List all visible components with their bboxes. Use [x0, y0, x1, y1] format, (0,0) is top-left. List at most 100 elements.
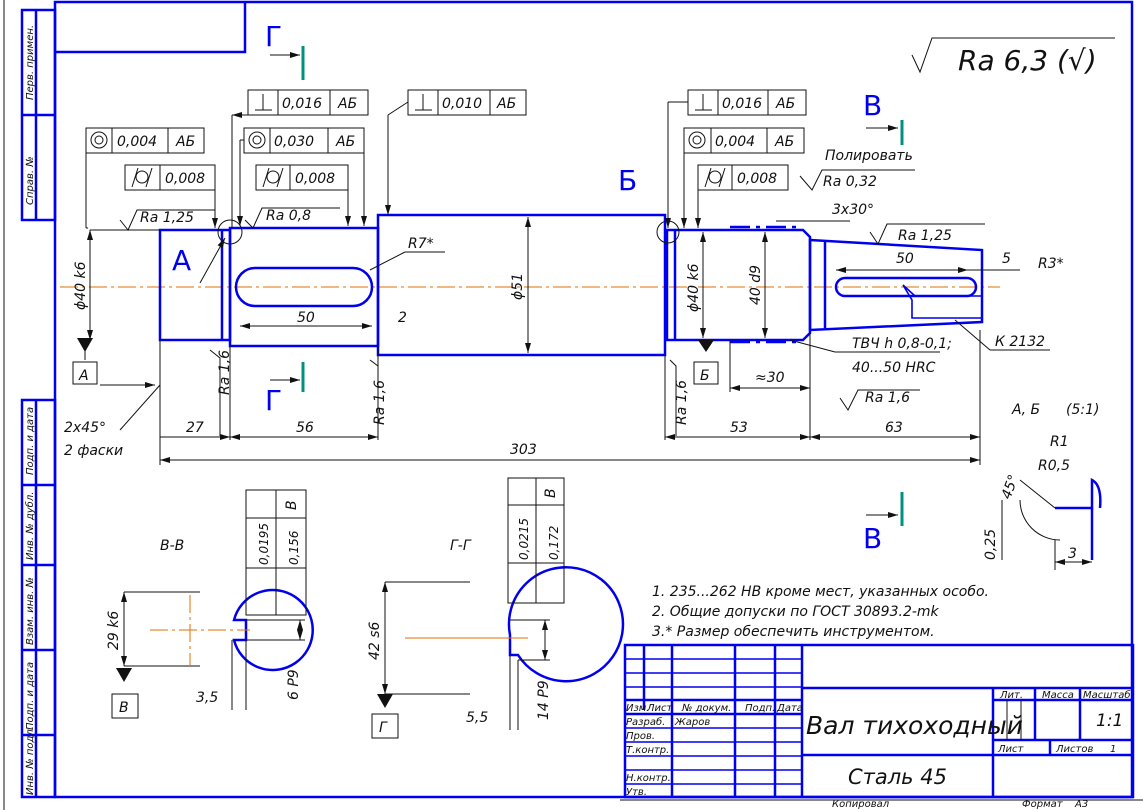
svg-text:R0,5: R0,5 — [1038, 458, 1070, 474]
svg-text:Масса: Масса — [1042, 690, 1074, 701]
svg-text:Копировал: Копировал — [832, 799, 890, 810]
svg-text:0,010: 0,010 — [442, 96, 482, 112]
svg-text:6 P9: 6 P9 — [286, 669, 302, 700]
general-roughness: Ra 6,3 (√) — [911, 37, 1115, 77]
svg-text:3x30°: 3x30° — [832, 202, 874, 218]
svg-text:ϕ40 k6: ϕ40 k6 — [686, 263, 702, 312]
strip-label: Взам. инв. № — [25, 577, 36, 645]
svg-text:Листов: Листов — [1055, 744, 1093, 755]
svg-text:53: 53 — [730, 420, 748, 436]
svg-text:АБ: АБ — [496, 96, 516, 112]
svg-text:0,004: 0,004 — [715, 134, 755, 150]
svg-text:АБ: АБ — [335, 134, 355, 150]
svg-text:56: 56 — [296, 420, 314, 436]
svg-text:R1: R1 — [1050, 434, 1069, 450]
technical-notes: 1. 235...262 НВ кроме мест, указанных ос… — [652, 584, 989, 640]
part-name: Вал тихоходный — [806, 711, 1023, 740]
svg-text:R3*: R3* — [1038, 256, 1064, 272]
shaft-main-view — [60, 213, 1000, 357]
left-strip: Перв. примен. Справ. № Подп. и дата Инв.… — [20, 8, 57, 799]
svg-text:2: 2 — [398, 310, 407, 326]
svg-text:0,016: 0,016 — [722, 96, 762, 112]
svg-text:2 фаски: 2 фаски — [64, 443, 123, 459]
svg-text:ϕ40 k6: ϕ40 k6 — [73, 261, 89, 310]
svg-text:0,0195: 0,0195 — [257, 523, 271, 565]
section-g-g: Г-Г Г 42 s6 14 P9 5,5 В 0,0215 0,172 — [367, 477, 625, 739]
svg-text:В: В — [284, 500, 300, 510]
svg-text:2x45°: 2x45° — [64, 420, 106, 436]
dimension-texts: Ra 1,25 Ra 0,8 ϕ40 k6 R7* ϕ51 50 2 Ra 1,… — [64, 148, 1064, 459]
cut-v-bottom: В — [863, 492, 904, 555]
svg-text:R7*: R7* — [408, 236, 434, 252]
svg-text:Г: Г — [379, 720, 388, 736]
svg-text:А, Б: А, Б — [1011, 402, 1040, 418]
svg-text:2. Общие допуски по ГОСТ 30893: 2. Общие допуски по ГОСТ 30893.2-mk — [652, 604, 940, 620]
svg-text:≈30: ≈30 — [755, 370, 785, 386]
strip-label: Подп. и дата — [25, 662, 36, 730]
svg-text:27: 27 — [186, 420, 204, 436]
svg-text:АБ: АБ — [337, 96, 357, 112]
svg-text:5: 5 — [1002, 251, 1011, 267]
svg-text:Г: Г — [265, 20, 282, 53]
svg-text:Дата: Дата — [776, 703, 803, 714]
svg-text:Ra 1,6: Ra 1,6 — [372, 380, 388, 425]
svg-text:Масштаб: Масштаб — [1083, 689, 1131, 701]
svg-text:Утв.: Утв. — [626, 787, 647, 798]
svg-text:Ra 1,6: Ra 1,6 — [674, 380, 690, 425]
material: Сталь 45 — [848, 765, 947, 789]
svg-text:0,004: 0,004 — [117, 134, 157, 150]
svg-text:Лит.: Лит. — [999, 690, 1023, 701]
svg-text:303: 303 — [510, 442, 537, 458]
svg-text:АБ: АБ — [175, 134, 195, 150]
section-v-v: В-В В 29 k6 6 P9 3,5 В 0,0195 0,156 — [106, 489, 314, 719]
svg-text:Н.контр.: Н.контр. — [626, 773, 671, 784]
svg-text:Б: Б — [700, 368, 710, 384]
datum-a: А — [72, 338, 98, 385]
svg-text:0,156: 0,156 — [287, 530, 301, 565]
svg-text:0,008: 0,008 — [165, 171, 205, 187]
svg-text:В: В — [863, 89, 882, 122]
strip-label: Инв. № дубл. — [24, 492, 36, 560]
svg-text:14 P9: 14 P9 — [536, 680, 552, 720]
svg-text:3: 3 — [1068, 546, 1077, 562]
label-a: А — [172, 244, 191, 277]
svg-text:0,030: 0,030 — [274, 134, 314, 150]
tolerance-frames — [85, 89, 807, 229]
svg-text:Г-Г: Г-Г — [450, 538, 472, 554]
svg-text:50: 50 — [896, 251, 914, 267]
svg-text:(5:1): (5:1) — [1066, 402, 1099, 418]
svg-text:0,008: 0,008 — [737, 171, 777, 187]
svg-text:Ra 1,25: Ra 1,25 — [140, 210, 194, 226]
cut-g-bottom: Г — [265, 362, 305, 417]
svg-text:Лист: Лист — [646, 703, 674, 714]
svg-text:Ra 1,6: Ra 1,6 — [865, 390, 910, 406]
svg-text:0,008: 0,008 — [295, 171, 335, 187]
svg-text:Г: Г — [265, 384, 282, 417]
svg-text:В-В: В-В — [160, 538, 184, 554]
svg-text:ТВЧ h 0,8-0,1;: ТВЧ h 0,8-0,1; — [852, 336, 952, 352]
roughness-marks — [119, 169, 985, 436]
svg-text:К 2132: К 2132 — [995, 334, 1045, 350]
title-block: Изм. Лист № докум. Подп. Дата Разраб. Пр… — [623, 643, 1135, 810]
svg-text:42 s6: 42 s6 — [367, 621, 383, 660]
strip-label: Инв. № подл. — [25, 726, 36, 795]
svg-text:29 k6: 29 k6 — [106, 611, 122, 650]
cut-v-top: В — [863, 89, 904, 145]
svg-text:Формат: Формат — [1022, 799, 1064, 810]
svg-text:Ra 0,8: Ra 0,8 — [266, 208, 311, 224]
svg-text:АБ: АБ — [774, 134, 794, 150]
svg-text:Разраб.: Разраб. — [626, 716, 665, 728]
svg-text:ϕ51: ϕ51 — [510, 273, 526, 300]
datum-b: Б — [693, 340, 719, 385]
svg-text:5,5: 5,5 — [466, 710, 488, 726]
svg-text:Лист: Лист — [997, 744, 1025, 755]
svg-text:Жаров: Жаров — [674, 717, 710, 728]
svg-text:3,5: 3,5 — [196, 690, 218, 706]
svg-text:№ докум.: № докум. — [681, 703, 731, 714]
svg-text:0,172: 0,172 — [547, 526, 561, 560]
svg-text:Подп.: Подп. — [745, 703, 775, 714]
strip-label: Перв. примен. — [25, 25, 36, 100]
